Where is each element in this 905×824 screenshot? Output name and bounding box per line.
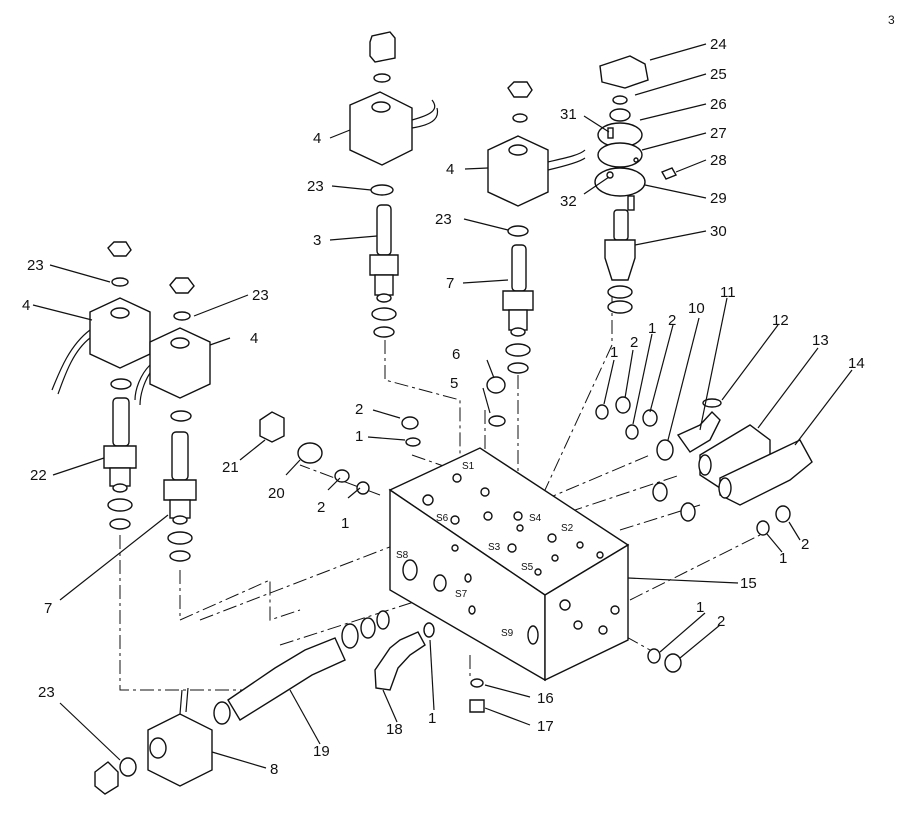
callout: 1 xyxy=(696,599,704,616)
valve-cartridge-7-center xyxy=(502,244,534,374)
callout: 4 xyxy=(22,297,30,314)
callout: 8 xyxy=(270,761,278,778)
callout: 22 xyxy=(30,467,47,484)
callout: 26 xyxy=(710,96,727,113)
solenoid-coil-top-center xyxy=(349,31,439,196)
callout: 23 xyxy=(307,178,324,195)
callout: 1 xyxy=(779,550,787,567)
callout: 7 xyxy=(44,600,52,617)
callout: 2 xyxy=(630,334,638,351)
callout: 15 xyxy=(740,575,757,592)
manual-override-assembly xyxy=(594,55,678,314)
fittings-and-relief-valves xyxy=(676,398,813,506)
callout: 24 xyxy=(710,36,727,53)
port-label: S2 xyxy=(561,523,574,534)
callout-labels: 24 25 26 27 28 29 30 31 32 4 4 23 23 3 7… xyxy=(22,36,865,778)
callout: 11 xyxy=(720,284,736,301)
plugs-and-orings xyxy=(259,376,791,713)
solenoid-coil-left-2 xyxy=(134,277,211,422)
callout: 1 xyxy=(341,515,349,532)
solenoid-coil-left-1 xyxy=(51,241,151,395)
port-label: S3 xyxy=(488,542,501,553)
callout: 13 xyxy=(812,332,829,349)
corner-label: 3 xyxy=(888,13,895,27)
callout: 18 xyxy=(386,721,403,738)
callout: 16 xyxy=(537,690,554,707)
port-label: S4 xyxy=(529,513,542,524)
callout: 12 xyxy=(772,312,789,329)
callout: 4 xyxy=(446,161,454,178)
callout: 10 xyxy=(688,300,705,317)
port-labels: S1 S2 S3 S4 S5 S6 S7 S8 S9 xyxy=(396,461,574,639)
port-label: S1 xyxy=(462,461,475,472)
callout: 29 xyxy=(710,190,727,207)
leader-lines xyxy=(32,43,853,769)
bottom-parts xyxy=(94,610,426,795)
port-label: S8 xyxy=(396,550,409,561)
callout: 2 xyxy=(668,312,676,329)
solenoid-coil-right-center xyxy=(487,81,586,237)
callout: 1 xyxy=(355,428,363,445)
callout: 23 xyxy=(38,684,55,701)
callout: 2 xyxy=(355,401,363,418)
callout: 20 xyxy=(268,485,285,502)
callout: 32 xyxy=(560,193,577,210)
manifold-block xyxy=(388,447,630,682)
valve-cartridge-7-left xyxy=(163,431,197,562)
callout: 27 xyxy=(710,125,727,142)
valve-cartridge-22 xyxy=(103,397,137,530)
callout: 1 xyxy=(610,344,618,361)
callout: 7 xyxy=(446,275,454,292)
callout: 14 xyxy=(848,355,865,372)
callout: 25 xyxy=(710,66,727,83)
callout: 23 xyxy=(27,257,44,274)
callout: 3 xyxy=(313,232,321,249)
callout: 23 xyxy=(435,211,452,228)
callout: 28 xyxy=(710,152,727,169)
port-label: S6 xyxy=(436,513,449,524)
callout: 17 xyxy=(537,718,554,735)
callout: 4 xyxy=(313,130,321,147)
callout: 1 xyxy=(648,320,656,337)
callout: 6 xyxy=(452,346,460,363)
callout: 23 xyxy=(252,287,269,304)
valve-cartridge-3 xyxy=(369,204,399,338)
callout: 1 xyxy=(428,710,436,727)
port-label: S7 xyxy=(455,589,468,600)
callout: 2 xyxy=(717,613,725,630)
callout: 21 xyxy=(222,459,239,476)
callout: 31 xyxy=(560,106,577,123)
callout: 2 xyxy=(801,536,809,553)
port-label: S9 xyxy=(501,628,514,639)
callout: 2 xyxy=(317,499,325,516)
port-label: S5 xyxy=(521,562,534,573)
callout: 5 xyxy=(450,375,458,392)
callout: 4 xyxy=(250,330,258,347)
callout: 19 xyxy=(313,743,330,760)
callout: 30 xyxy=(710,223,727,240)
